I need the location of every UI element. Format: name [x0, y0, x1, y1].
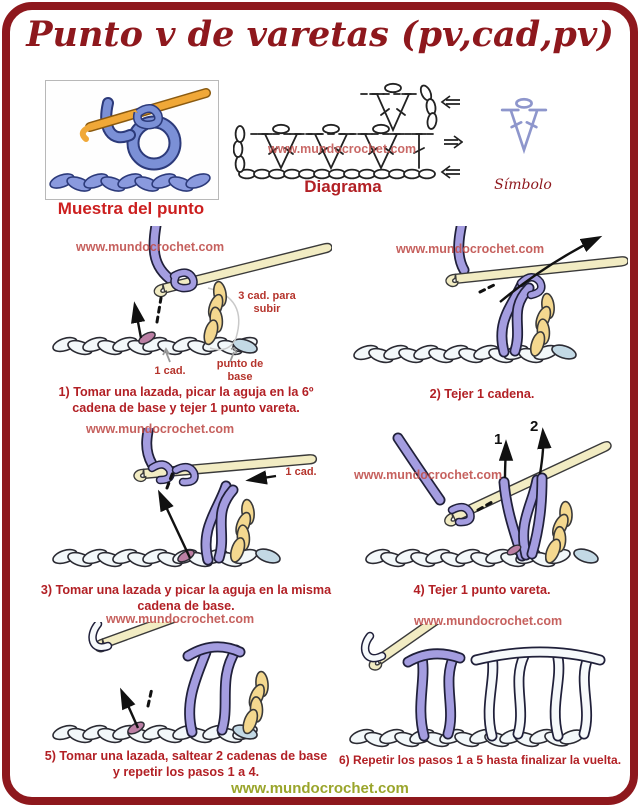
step-1-panel: www.mundocrochet.com 3 cad. para subir 1… — [40, 226, 332, 418]
step-6-illustration — [330, 624, 606, 760]
step-1-caption: 1) Tomar una lazada, picar la aguja en l… — [58, 385, 314, 415]
crochet-hook-photo — [79, 88, 211, 142]
sample-label: Muestra del punto — [57, 199, 205, 218]
watermark: www.mundocrochet.com — [106, 612, 255, 626]
watermark: www.mundocrochet.com — [76, 240, 225, 254]
site-url: www.mundocrochet.com — [231, 780, 409, 797]
step-5-illustration — [40, 622, 332, 758]
step-4-caption: 4) Tejer 1 punto vareta. — [413, 582, 551, 597]
arrow-number-2: 2 — [530, 418, 538, 435]
symbol-label: Símbolo — [494, 177, 552, 193]
annotation-turning-chain: 3 cad. para subir — [238, 290, 296, 315]
crochet-chart-diagram — [233, 82, 463, 180]
row-direction-arrows — [440, 95, 463, 179]
step-6-panel: www.mundocrochet.com 6) Repetir — [330, 612, 630, 790]
step-3-illustration — [40, 428, 318, 596]
page-title: Punto v de varetas (pv,cad,pv) — [26, 14, 614, 55]
annotation-chain: 1 cad. — [285, 466, 317, 478]
watermark: www.mundocrochet.com — [86, 422, 235, 436]
watermark: www.mundocrochet.com — [396, 242, 545, 256]
v-stitch-symbols-row2 — [369, 82, 438, 133]
annotation-chain: 1 cad. — [154, 365, 186, 377]
annotation-base-stitch: punto de base — [216, 358, 264, 383]
watermark: www.mundocrochet.com — [414, 614, 563, 628]
step-2-panel: www.mundocrochet.com 2) Tejer 1 cadena. — [336, 226, 628, 418]
step-6-caption: 6) Repetir los pasos 1 a 5 hasta finaliz… — [338, 753, 622, 768]
pointer-arrows — [162, 346, 238, 363]
stitch-sample-photo — [45, 80, 219, 200]
watermark: www.mundocrochet.com — [354, 468, 503, 482]
diagram-watermark: www.mundocrochet.com — [268, 142, 417, 156]
v-stitch-symbol-icon — [500, 97, 548, 155]
step-4-panel: www.mundocrochet.com 1 2 4) Tejer 1 punt… — [336, 418, 628, 620]
step-4-illustration: 1 2 — [336, 418, 615, 588]
step-5-panel: www.mundocrochet.com 5) Tomar una lazada… — [40, 612, 332, 790]
step-3-panel: www.mundocrochet.com 1 cad. 3) Tomar una… — [40, 418, 332, 620]
v-stitch-symbols-row1 — [257, 123, 427, 171]
step-3-caption: 3) Tomar una lazada y picar la aguja en … — [40, 583, 332, 613]
step-1-illustration — [40, 226, 332, 363]
step-2-caption: 2) Tejer 1 cadena. — [429, 386, 535, 401]
arrow-number-1: 1 — [494, 431, 502, 448]
step-5-caption: 5) Tomar una lazada, saltear 2 cadenas d… — [44, 749, 328, 779]
diagram-label: Diagrama — [304, 177, 382, 196]
step-2-illustration — [336, 226, 628, 386]
